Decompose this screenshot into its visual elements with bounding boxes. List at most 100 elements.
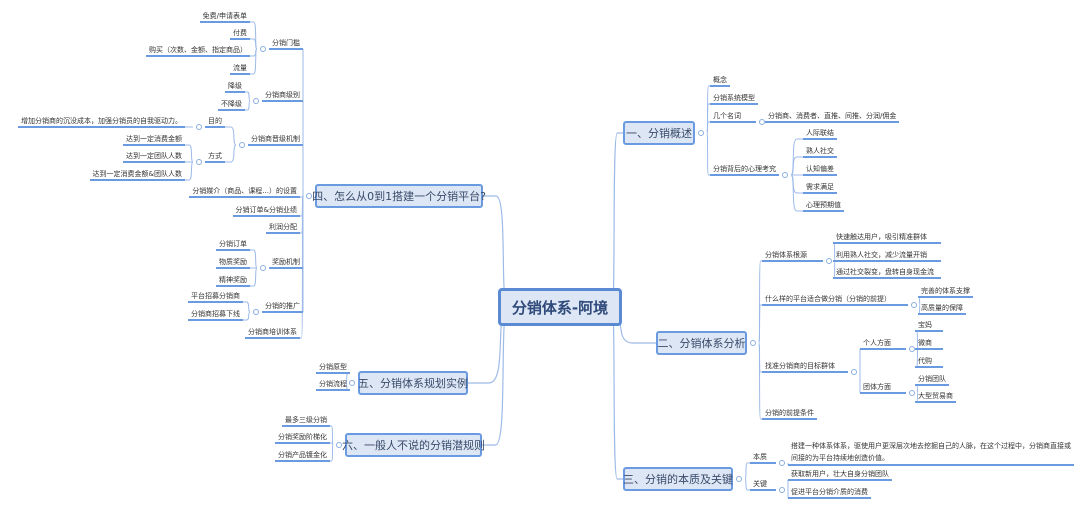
collapse-toggle-icon[interactable] [736, 476, 742, 482]
connector-line [225, 126, 237, 146]
node[interactable]: 分销商级别 [262, 90, 303, 102]
node[interactable]: 获取新用户，壮大自身分销团队 [788, 469, 892, 481]
connector-line [330, 442, 334, 446]
node[interactable]: 分销流程 [316, 379, 350, 391]
node[interactable]: 物质奖励 [216, 257, 250, 269]
node[interactable]: 团体方面 [860, 382, 906, 394]
collapse-toggle-icon[interactable] [196, 159, 202, 165]
node[interactable]: 不降级 [218, 99, 245, 111]
node[interactable]: 分销商、消费者、直推、间推、分润/佣金 [765, 111, 900, 123]
node[interactable]: 达到一定消费金额&团队人数 [89, 169, 185, 181]
node[interactable]: 促进平台分销介质的消费 [788, 487, 871, 499]
branch-6[interactable]: 六、一般人不说的分销潜规则 [342, 433, 485, 457]
collapse-toggle-icon[interactable] [239, 142, 245, 148]
collapse-toggle-icon[interactable] [336, 442, 342, 448]
collapse-toggle-icon[interactable] [253, 309, 259, 315]
node[interactable]: 目的 [205, 116, 225, 128]
node[interactable]: 什么样的平台适合做分销（分销的前提） [762, 294, 908, 306]
node[interactable]: 分销奖励阶梯化 [275, 432, 330, 444]
node[interactable]: 分销媒介（商品、课程...）的设置 [189, 186, 300, 198]
node[interactable]: 购买（次数、金额、指定商品） [146, 45, 250, 57]
node[interactable]: 分销商培训体系 [245, 327, 300, 339]
node[interactable]: 分销的推广 [262, 301, 303, 313]
connector-line [250, 267, 258, 287]
node[interactable]: 微商 [915, 338, 943, 350]
node[interactable]: 人际联结 [803, 128, 837, 140]
collapse-toggle-icon[interactable] [909, 346, 915, 352]
node[interactable]: 通过社交裂变，盘转自身现金流 [833, 267, 941, 279]
collapse-toggle-icon[interactable] [911, 302, 917, 308]
node[interactable]: 几个名词 [710, 111, 756, 123]
collapse-toggle-icon[interactable] [196, 124, 202, 130]
collapse-toggle-icon[interactable] [782, 172, 788, 178]
node[interactable]: 降级 [225, 81, 245, 93]
collapse-toggle-icon[interactable] [750, 340, 756, 346]
collapse-toggle-icon[interactable] [826, 258, 832, 264]
node[interactable]: 心理预期值 [803, 200, 844, 212]
node[interactable]: 分销背后的心理考究 [710, 164, 779, 176]
node[interactable]: 分销系统模型 [710, 93, 758, 105]
node[interactable]: 需求满足 [803, 182, 837, 194]
node[interactable]: 方式 [205, 151, 225, 163]
node[interactable]: 大型贸易商 [915, 391, 956, 403]
node[interactable]: 达到一定团队人数 [123, 151, 185, 163]
connector-line [330, 425, 334, 446]
collapse-toggle-icon[interactable] [779, 460, 785, 466]
node[interactable]: 分销产品镀金化 [275, 450, 330, 462]
node[interactable]: 分销体系根源 [762, 250, 823, 262]
collapse-toggle-icon[interactable] [260, 265, 266, 271]
connector-line [611, 132, 623, 308]
connector-line [250, 48, 258, 75]
node[interactable]: 利润分配 [266, 222, 300, 234]
node[interactable]: 分销的前提条件 [762, 408, 817, 420]
node[interactable]: 达到一定消费金额 [123, 134, 185, 146]
node[interactable]: 奖励机制 [269, 257, 303, 269]
node[interactable]: 利用熟人社交，减少流量开销 [833, 250, 941, 262]
connector-line [243, 311, 251, 321]
node[interactable]: 最多三级分销 [282, 415, 330, 427]
node[interactable]: 分销订单&分销业绩 [232, 205, 300, 217]
node[interactable]: 概念 [710, 75, 730, 87]
node[interactable]: 个人方面 [860, 338, 906, 350]
node[interactable]: 分销商晋级机制 [248, 134, 303, 146]
branch-1[interactable]: 一、分销概述 [623, 121, 695, 145]
node[interactable]: 快速触达用户，吸引精准群体 [833, 232, 941, 244]
node[interactable]: 免费/申请表单 [199, 11, 250, 23]
connector-line [300, 195, 304, 339]
node[interactable]: 高质量的保障 [918, 303, 966, 315]
node[interactable]: 代购 [915, 356, 943, 368]
node[interactable]: 关键 [750, 479, 776, 491]
node[interactable]: 分销门槛 [269, 38, 303, 50]
node[interactable]: 流量 [230, 63, 250, 75]
central-topic[interactable]: 分销体系-阿境 [498, 288, 622, 326]
node[interactable]: 平台招募分销商 [188, 291, 243, 303]
collapse-toggle-icon[interactable] [759, 119, 765, 125]
node[interactable]: 熟人社交 [803, 146, 837, 158]
collapse-toggle-icon[interactable] [260, 46, 266, 52]
node[interactable]: 精神奖励 [216, 275, 250, 287]
node[interactable]: 分销商招募下线 [188, 309, 243, 321]
branch-4[interactable]: 四、怎么从0到1搭建一个分销平台? [312, 184, 486, 208]
branch-5[interactable]: 五、分销体系规划实例 [358, 371, 468, 395]
node[interactable]: 增加分销商的沉没成本，加强分销员的自我驱动力。 [18, 116, 185, 128]
node[interactable]: 分销订单 [216, 239, 250, 251]
node[interactable]: 搭建一种体系体系，驱使用户更深层次地去挖掘自己的人脉，在这个过程中，分销商直接或… [788, 440, 1074, 466]
node[interactable]: 完善的体系支撑 [918, 286, 973, 298]
collapse-toggle-icon[interactable] [253, 98, 259, 104]
node[interactable]: 找准分销商的目标群体 [762, 361, 848, 373]
branch-3[interactable]: 三、分销的本质及关键 [623, 467, 733, 491]
node[interactable]: 本质 [750, 452, 776, 464]
collapse-toggle-icon[interactable] [909, 390, 915, 396]
collapse-toggle-icon[interactable] [851, 369, 857, 375]
node[interactable]: 认知偏差 [803, 164, 837, 176]
node[interactable]: 宝妈 [915, 320, 943, 332]
collapse-toggle-icon[interactable] [306, 193, 312, 199]
node[interactable]: 分销原型 [316, 362, 350, 374]
node[interactable]: 付费 [230, 28, 250, 40]
collapse-toggle-icon[interactable] [349, 380, 355, 386]
collapse-toggle-icon[interactable] [698, 130, 704, 136]
branch-2[interactable]: 二、分销体系分析 [656, 331, 747, 355]
collapse-toggle-icon[interactable] [779, 487, 785, 493]
connector-line [744, 478, 750, 491]
node[interactable]: 分销团队 [915, 374, 949, 386]
